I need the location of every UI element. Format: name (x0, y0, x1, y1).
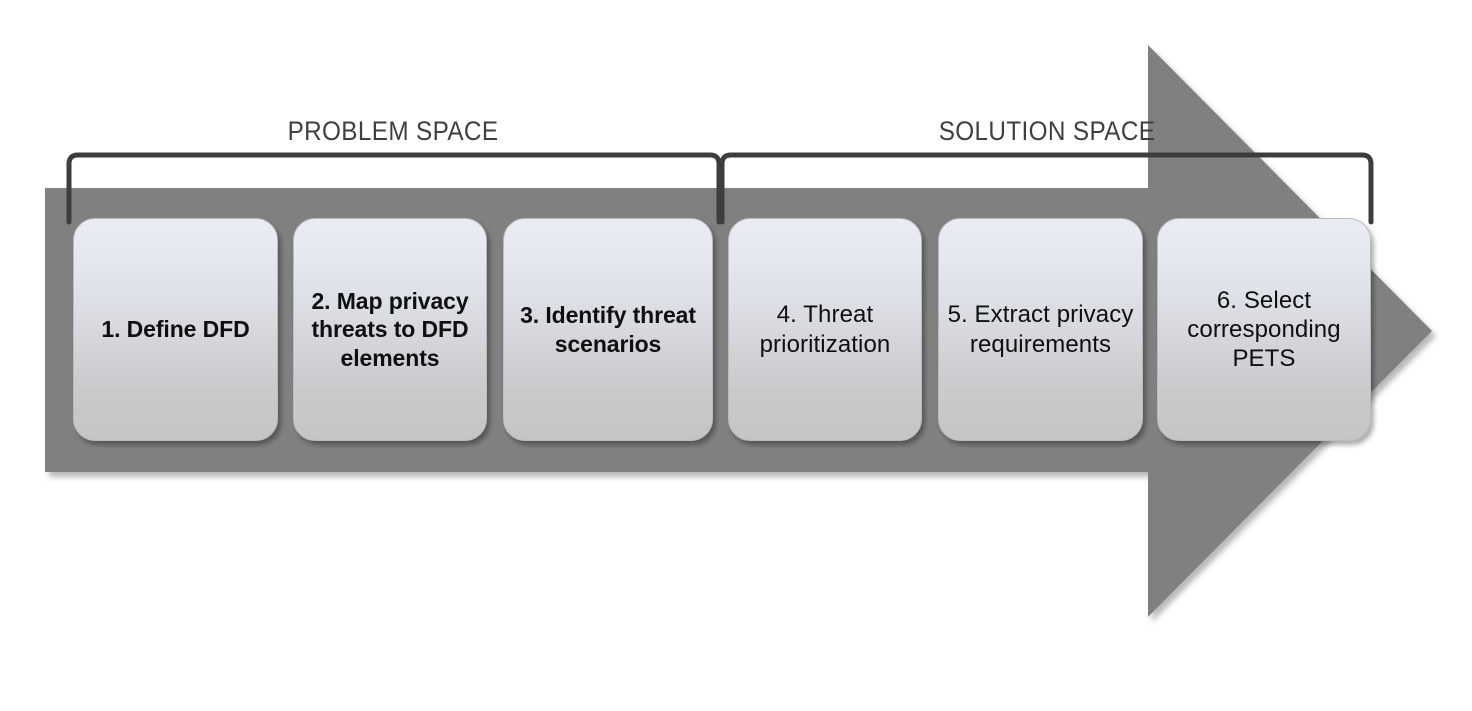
section-label-solution-space: SOLUTION SPACE (938, 116, 1156, 146)
step-box-1[interactable]: 1. Define DFD (73, 218, 278, 441)
step-box-3[interactable]: 3. Identify threat scenarios (503, 218, 713, 441)
step-label-2: 2. Map privacy threats to DFD elements (311, 288, 469, 371)
step-box-5[interactable]: 5. Extract privacy requirements (938, 218, 1143, 441)
step-label-4: 4. Threat prioritization (759, 301, 891, 358)
section-label-problem-space: PROBLEM SPACE (287, 116, 499, 146)
step-box-4[interactable]: 4. Threat prioritization (728, 218, 922, 441)
step-label-3: 3. Identify threat scenarios (520, 302, 696, 357)
step-label-5: 5. Extract privacy requirements (947, 301, 1134, 358)
step-label-1: 1. Define DFD (101, 316, 250, 343)
step-box-2[interactable]: 2. Map privacy threats to DFD elements (293, 218, 487, 441)
step-box-6[interactable]: 6. Select corresponding PETS (1157, 218, 1371, 441)
step-label-6: 6. Select corresponding PETS (1187, 286, 1341, 373)
